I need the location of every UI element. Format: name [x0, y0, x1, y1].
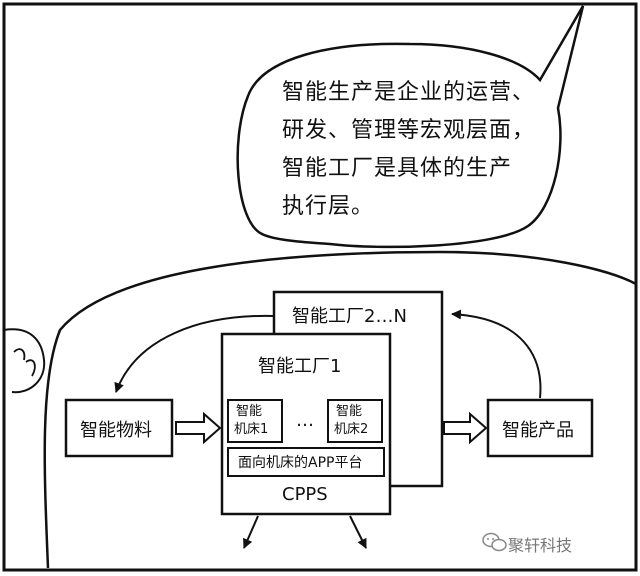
bubble-line-2: 研发、管理等宏观层面，: [282, 118, 536, 143]
machine-2-label-line2: 机床2: [334, 422, 369, 437]
wechat-icon: [482, 532, 507, 552]
watermark-text: 聚轩科技: [508, 536, 573, 555]
speech-bubble: [236, 5, 585, 249]
output-arrow-right: [349, 515, 367, 549]
materials-label: 智能物料: [80, 420, 152, 441]
app-platform-label: 面向机床的APP平台: [238, 455, 363, 471]
app-platform-box: [227, 447, 385, 477]
factory-front-label: 智能工厂1: [258, 356, 342, 377]
background-arc: [43, 250, 637, 569]
bubble-line-1: 智能生产是企业的运营、: [282, 80, 536, 105]
machine-2-box: [327, 399, 383, 443]
cpps-label: CPPS: [282, 484, 328, 505]
hollow-arrow-out: [443, 411, 488, 445]
products-box: [486, 398, 594, 458]
ear-outline: [3, 328, 46, 394]
bubble-line-4: 执行层。: [282, 194, 375, 219]
ear-detail: [13, 348, 36, 377]
machine-1-label-line1: 智能: [236, 404, 263, 419]
bubble-line-3: 智能工厂是具体的生产: [282, 156, 513, 181]
materials-box: [64, 398, 174, 458]
hollow-arrow-in: [175, 411, 222, 445]
machine-1-label-line2: 机床1: [234, 422, 269, 437]
bubble-text: 智能生产是企业的运营、 研发、管理等宏观层面， 智能工厂是具体的生产 执行层。: [282, 74, 542, 226]
machine-ellipsis: …: [296, 410, 314, 431]
factory-back-label: 智能工厂2…N: [292, 306, 407, 327]
products-label: 智能产品: [502, 420, 574, 441]
output-arrow-left: [243, 515, 259, 549]
machine-2-label-line1: 智能: [336, 404, 363, 419]
feedback-arrow-right: [451, 309, 542, 399]
feedback-arrow-left: [114, 314, 275, 393]
machine-1-box: [227, 399, 283, 443]
